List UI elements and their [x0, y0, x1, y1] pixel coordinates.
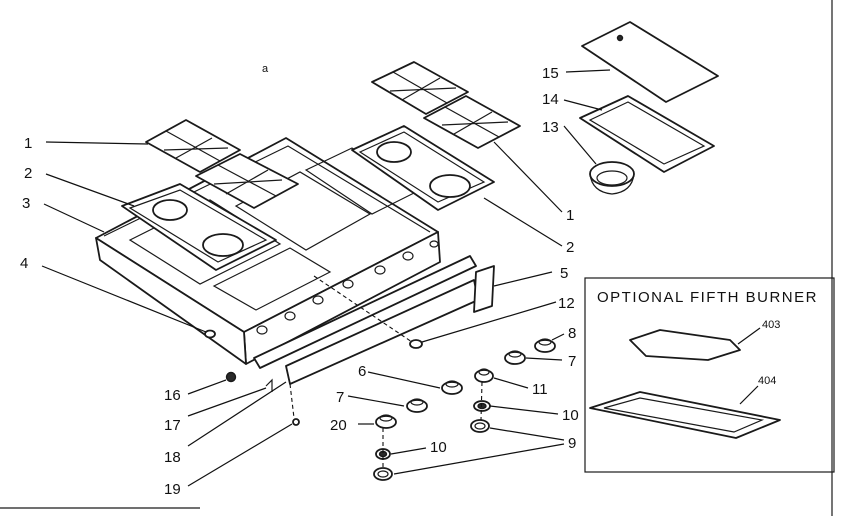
knob-7-left: [406, 398, 428, 413]
stray-mark: a: [262, 63, 269, 75]
optional-fifth-burner-inset: OPTIONAL FIFTH BURNER 403 404: [584, 277, 835, 473]
bezel-10-right: [473, 400, 491, 412]
indicator-light: [225, 371, 237, 383]
callout-1-right: 1: [566, 207, 574, 224]
knob-8: [534, 338, 556, 353]
knob-11: [474, 368, 494, 383]
leveling-leg: [204, 329, 216, 339]
callout-9: 9: [568, 435, 576, 452]
assembly-lines: [289, 275, 483, 468]
leader-lines: [41, 69, 611, 487]
callout-labels: a 1 2 3 4 15 14 13 1 2 5 12 8 7 6 11 7 1…: [20, 63, 579, 498]
callout-19: 19: [164, 481, 181, 498]
callout-18: 18: [164, 449, 181, 466]
side-trim: [473, 265, 495, 313]
bracket: [265, 378, 273, 392]
callout-2-right: 2: [566, 239, 574, 256]
callout-11: 11: [532, 381, 548, 398]
grate-left-rear: [145, 119, 241, 173]
grate-right-rear: [371, 61, 469, 115]
label-403: 403: [762, 319, 780, 331]
bezel-9-left: [373, 467, 393, 481]
control-panel-trim: [253, 255, 479, 385]
callout-17: 17: [164, 417, 181, 434]
callout-15: 15: [542, 65, 559, 82]
fifth-burner-pan: [589, 391, 781, 439]
knob-6: [441, 380, 463, 395]
knob-20: [375, 414, 397, 429]
callout-14: 14: [542, 91, 559, 108]
spark-module: [409, 339, 423, 349]
callout-6: 6: [358, 363, 366, 380]
bezel-9-right: [470, 419, 490, 433]
callout-13: 13: [542, 119, 559, 136]
screw: [292, 418, 300, 426]
callout-12: 12: [558, 295, 575, 312]
fifth-burner-cap: [629, 329, 741, 361]
callout-3: 3: [22, 195, 30, 212]
callout-8: 8: [568, 325, 576, 342]
knob-7-right: [504, 350, 526, 365]
griddle-ring: [589, 161, 635, 195]
callout-7-left: 7: [336, 389, 344, 406]
inset-title: OPTIONAL FIFTH BURNER: [597, 289, 818, 306]
callout-4: 4: [20, 255, 28, 272]
burner-pan-right: [351, 125, 495, 211]
callout-2-left: 2: [24, 165, 32, 182]
griddle-pan: [579, 95, 715, 173]
callout-7-right: 7: [568, 353, 576, 370]
callout-1-left: 1: [24, 135, 32, 152]
callout-5: 5: [560, 265, 568, 282]
callout-10-left: 10: [430, 439, 447, 456]
griddle-cover: [581, 21, 719, 103]
burner-pan-left: [121, 183, 277, 271]
grate-right-front: [423, 95, 521, 149]
grate-left-front: [195, 153, 299, 209]
callout-20: 20: [330, 417, 347, 434]
callout-16: 16: [164, 387, 181, 404]
callout-10-right: 10: [562, 407, 579, 424]
label-404: 404: [758, 375, 776, 387]
